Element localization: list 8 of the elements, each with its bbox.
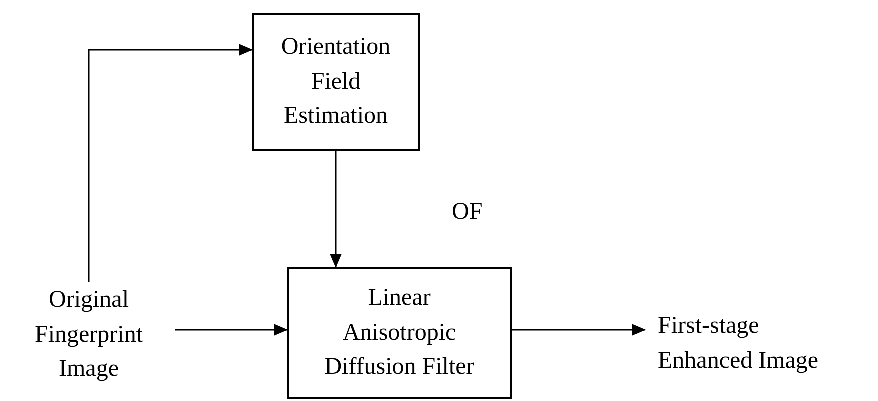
text-label: Original Fingerprint Image (10, 282, 168, 388)
arrow (175, 324, 288, 336)
process-box: Linear Anisotropic Diffusion Filter (287, 267, 512, 399)
arrow (330, 151, 342, 268)
process-box: Orientation Field Estimation (252, 13, 420, 151)
arrow (512, 324, 646, 336)
arrow (88, 44, 253, 282)
text-label: First-stage Enhanced Image (658, 305, 848, 383)
